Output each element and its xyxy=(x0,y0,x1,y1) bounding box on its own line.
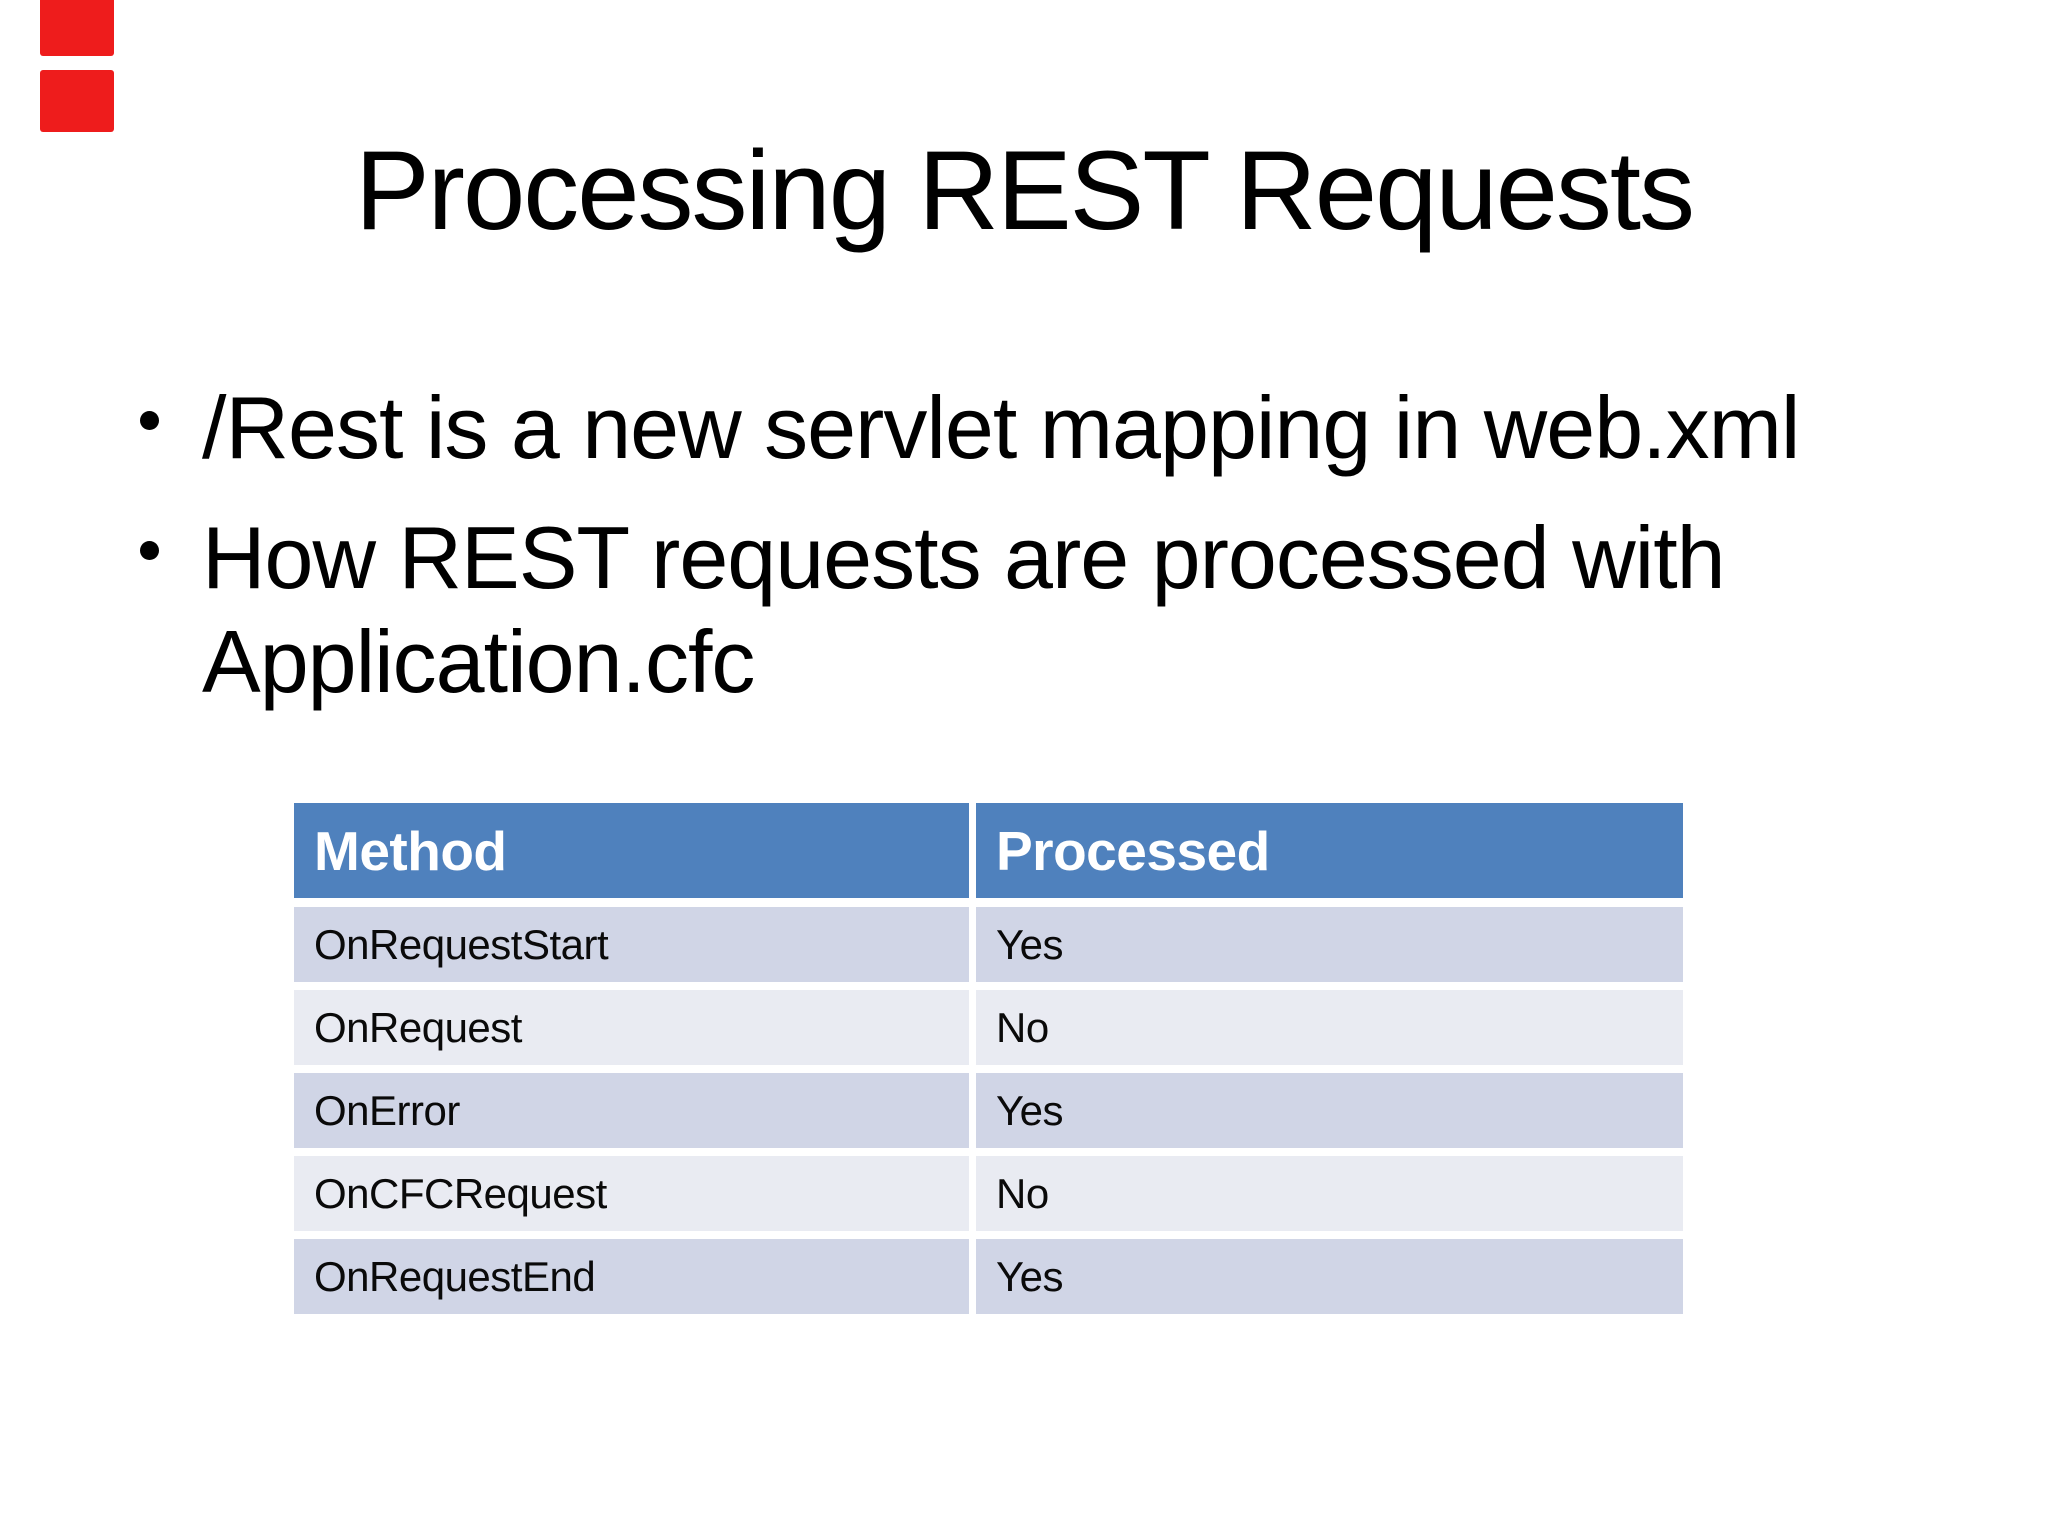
bullet-item-servlet-mapping: /Rest is a new servlet mapping in web.xm… xyxy=(138,376,1838,480)
slide-title: Processing REST Requests xyxy=(354,128,1695,253)
column-header-processed: Processed xyxy=(976,803,1683,898)
red-marker-top xyxy=(40,0,114,56)
cell-method: OnRequestEnd xyxy=(294,1239,969,1314)
table-row: OnCFCRequest No xyxy=(294,1156,1683,1231)
cell-method: OnRequest xyxy=(294,990,969,1065)
bullet-list: /Rest is a new servlet mapping in web.xm… xyxy=(138,376,1838,740)
column-header-method: Method xyxy=(294,803,969,898)
cell-processed: Yes xyxy=(976,907,1683,982)
table-row: OnRequestStart Yes xyxy=(294,907,1683,982)
cell-processed: Yes xyxy=(976,1073,1683,1148)
table-row: OnRequestEnd Yes xyxy=(294,1239,1683,1314)
red-marker-bottom xyxy=(40,70,114,132)
table-header-row: Method Processed xyxy=(294,803,1683,898)
methods-table: Method Processed OnRequestStart Yes OnRe… xyxy=(294,803,1683,1314)
table-row: OnRequest No xyxy=(294,990,1683,1065)
bullet-item-rest-processing: How REST requests are processed with App… xyxy=(138,506,1838,714)
cell-method: OnRequestStart xyxy=(294,907,969,982)
table-row: OnError Yes xyxy=(294,1073,1683,1148)
cell-processed: No xyxy=(976,990,1683,1065)
cell-method: OnError xyxy=(294,1073,969,1148)
cell-processed: Yes xyxy=(976,1239,1683,1314)
cell-processed: No xyxy=(976,1156,1683,1231)
cell-method: OnCFCRequest xyxy=(294,1156,969,1231)
